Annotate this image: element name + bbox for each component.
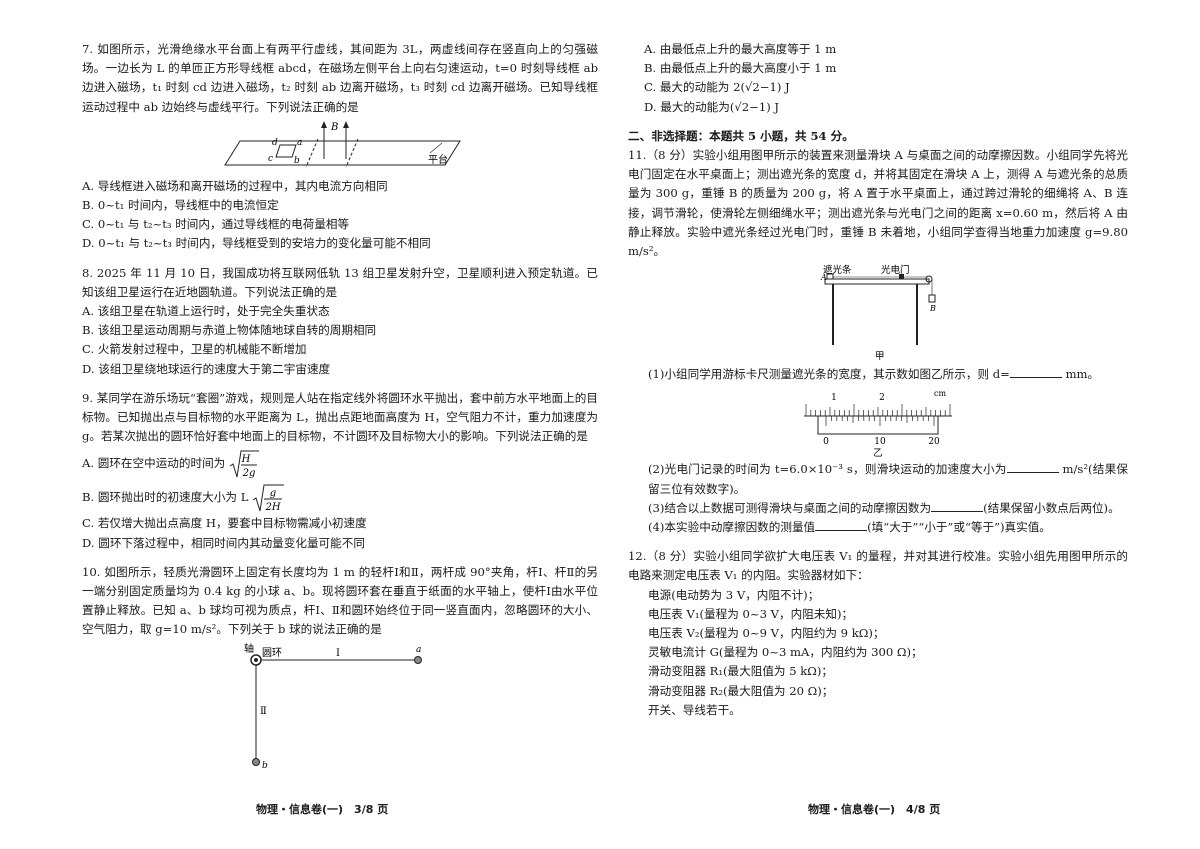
question-10-option-c[interactable]: C. 最大的动能为 2(√2−1) J [644, 80, 790, 95]
page-footer-right: 物理・信息卷(一) 4/8 页 [808, 803, 941, 816]
question-7-option-d[interactable]: D. 0~t₁ 与 t₂~t₃ 时间内，导线框受到的安培力的变化量可能不相同 [82, 236, 431, 251]
question-12-item: 电压表 V₁(量程为 0~3 V，内阻未知)； [648, 606, 854, 621]
answer-blank-4[interactable] [815, 518, 868, 532]
question-8-option-a[interactable]: A. 该组卫星在轨道上运行时，处于完全失重状态 [82, 304, 330, 319]
question-9-option-b-text: B. 圆环抛出时的初速度大小为 L [82, 490, 249, 505]
vernier-scale-body [817, 415, 939, 435]
question-11-sub-4-note: (填“大于”“小于”或“等于”)真实值。 [867, 520, 1051, 535]
vernier-label-10: 10 [874, 437, 886, 447]
question-10-label-b: b [262, 761, 268, 771]
question-10-figure: 轴 圆环 Ⅰ Ⅱ a b [244, 642, 422, 771]
vernier-caliper-figure: 1 2 cm 0 10 20 乙 [804, 389, 952, 458]
question-9-option-a-text: A. 圆环在空中运动的时间为 [82, 456, 226, 471]
question-10-option-b[interactable]: B. 由最低点上升的最大高度小于 1 m [644, 61, 837, 76]
question-12-item: 滑动变阻器 R₁(最大阻值为 5 kΩ)； [648, 664, 834, 679]
question-11-figure-a: 遮光条 光电门 A B 甲 [820, 264, 936, 362]
question-11-label-B: B [929, 304, 936, 313]
question-11-sub-2: (2)光电门记录的时间为 t=6.0×10⁻³ s，则滑块运动的加速度大小为 m… [628, 460, 1128, 498]
question-11-caption-b: 乙 [873, 448, 883, 458]
question-7-option-c[interactable]: C. 0~t₁ 与 t₂~t₃ 时间内，通过导线框的电荷量相等 [82, 217, 350, 232]
question-12-item: 电压表 V₂(量程为 0~9 V，内阻约为 9 kΩ)； [648, 626, 885, 641]
answer-blank-2[interactable] [1006, 460, 1059, 474]
sqrt-fraction-b: g 2H [252, 484, 285, 513]
left-column: 7. 如图所示，光滑绝缘水平台面上有两平行虚线，其间距为 3L，两虚线间存在竖直… [82, 40, 598, 774]
main-scale-unit: cm [934, 389, 946, 398]
question-7-stem: 7. 如图所示，光滑绝缘水平台面上有两平行虚线，其间距为 3L，两虚线间存在竖直… [82, 42, 598, 114]
question-7-label-a: a [297, 138, 302, 148]
question-9-option-a[interactable]: A. 圆环在空中运动的时间为 H 2g [82, 446, 598, 480]
question-10-option-d[interactable]: D. 最大的动能为(√2−1) J [644, 99, 780, 114]
question-10-label-axis: 轴 [244, 642, 254, 655]
sqrt-b-numerator: g [270, 488, 276, 499]
question-11-label-gate: 光电门 [881, 264, 910, 276]
page-footer-left: 物理・信息卷(一) 3/8 页 [256, 803, 389, 816]
question-11-sub-1: (1)小组同学用游标卡尺测量遮光条的宽度，其示数如图乙所示，则 d= mm。 [628, 365, 1128, 384]
question-8: 8. 2025 年 11 月 10 日，我国成功将互联网低轨 13 组卫星发射升… [82, 264, 598, 379]
question-7-figure: B d a c b 平台 [224, 120, 461, 168]
question-9-option-c[interactable]: C. 若仅增大抛出点高度 H，要套中目标物需减小初速度 [82, 516, 367, 531]
question-7-label-b: b [294, 156, 300, 166]
question-8-option-d[interactable]: D. 该组卫星绕地球运行的速度大于第二宇宙速度 [82, 361, 331, 376]
question-10-label-a: a [416, 645, 421, 655]
question-8-stem: 8. 2025 年 11 月 10 日，我国成功将互联网低轨 13 组卫星发射升… [82, 265, 598, 299]
question-11-sub-2-text: (2)光电门记录的时间为 t=6.0×10⁻³ s，则滑块运动的加速度大小为 [648, 462, 1007, 477]
question-8-option-c[interactable]: C. 火箭发射过程中，卫星的机械能不断增加 [82, 342, 307, 357]
question-11-sub-4: (4)本实验中动摩擦因数的测量值 (填“大于”“小于”或“等于”)真实值。 [628, 518, 1128, 537]
question-11-sub-3-note: (结果保留小数点后两位)。 [983, 500, 1120, 515]
question-7-option-a[interactable]: A. 导线框进入磁场和离开磁场的过程中，其内电流方向相同 [82, 178, 388, 193]
question-9-stem: 9. 某同学在游乐场玩“套圈”游戏，规则是人站在指定线外将圆环水平抛出，套中前方… [82, 390, 598, 444]
question-9-option-d[interactable]: D. 圆环下落过程中，相同时间内其动量变化量可能不同 [82, 535, 365, 550]
question-12: 12.（8 分）实验小组同学欲扩大电压表 V₁ 的量程，并对其进行校准。实验小组… [628, 547, 1128, 720]
section-heading: 二、非选择题：本题共 5 小题，共 54 分。 [628, 128, 854, 143]
question-11-label-strip: 遮光条 [823, 264, 852, 276]
question-10-stem: 10. 如图所示，轻质光滑圆环上固定有长度均为 1 m 的轻杆Ⅰ和Ⅱ，两杆成 9… [82, 564, 598, 637]
question-7-label-table: 平台 [428, 153, 448, 166]
question-10-label-rod1: Ⅰ [336, 648, 340, 659]
question-10-label-rod2: Ⅱ [260, 706, 267, 717]
question-9-option-b[interactable]: B. 圆环抛出时的初速度大小为 L g 2H [82, 480, 598, 514]
question-12-item: 电源(电动势为 3 V，内阻不计)； [648, 587, 820, 602]
question-7-label-B: B [330, 122, 338, 133]
question-7-label-d: d [272, 138, 278, 148]
question-11-sub-1-unit: mm。 [1065, 367, 1100, 382]
main-scale-label-1: 1 [831, 393, 837, 403]
question-11-label-A: A [820, 273, 827, 282]
question-10-label-ring: 圆环 [262, 647, 282, 659]
answer-blank-3[interactable] [931, 499, 984, 512]
sqrt-b-denominator: 2H [265, 502, 281, 513]
sqrt-a-numerator: H [241, 454, 251, 465]
question-10-option-a[interactable]: A. 由最低点上升的最大高度等于 1 m [644, 42, 837, 56]
question-7-option-b[interactable]: B. 0~t₁ 时间内，导线框中的电流恒定 [82, 198, 279, 213]
question-12-item: 开关、导线若干。 [648, 702, 741, 717]
question-11: 11.（8 分）实验小组用图甲所示的装置来测量滑块 A 与桌面之间的动摩擦因数。… [628, 146, 1128, 537]
answer-blank-1[interactable] [1009, 365, 1062, 379]
main-scale-label-2: 2 [879, 393, 885, 403]
question-12-item: 滑动变阻器 R₂(最大阻值为 20 Ω)； [648, 683, 834, 698]
question-7-label-c: c [268, 154, 273, 164]
question-11-sub-3-text: (3)结合以上数据可测得滑块与桌面之间的动摩擦因数为 [648, 500, 932, 515]
question-11-caption-a: 甲 [875, 351, 885, 362]
question-9: 9. 某同学在游乐场玩“套圈”游戏，规则是人站在指定线外将圆环水平抛出，套中前方… [82, 389, 598, 553]
question-10: 10. 如图所示，轻质光滑圆环上固定有长度均为 1 m 的轻杆Ⅰ和Ⅱ，两杆成 9… [82, 563, 598, 772]
question-12-item: 灵敏电流计 G(量程为 0~3 mA，内阻约为 300 Ω)； [648, 645, 923, 660]
vernier-label-20: 20 [928, 437, 940, 447]
vernier-label-0: 0 [823, 437, 829, 447]
question-12-stem: 12.（8 分）实验小组同学欲扩大电压表 V₁ 的量程，并对其进行校准。实验小组… [628, 549, 1128, 583]
sqrt-fraction-a: H 2g [229, 450, 259, 479]
question-7: 7. 如图所示，光滑绝缘水平台面上有两平行虚线，其间距为 3L，两虚线间存在竖直… [82, 40, 598, 254]
question-11-sub-2-note: m/s²(结果保留三位有效数字)。 [648, 462, 1128, 496]
right-column: A. 由最低点上升的最大高度等于 1 m B. 由最低点上升的最大高度小于 1 … [628, 40, 1128, 720]
question-11-stem: 11.（8 分）实验小组用图甲所示的装置来测量滑块 A 与桌面之间的动摩擦因数。… [628, 148, 1128, 259]
sqrt-a-denominator: 2g [242, 468, 256, 479]
question-11-sub-3: (3)结合以上数据可测得滑块与桌面之间的动摩擦因数为 (结果保留小数点后两位)。 [628, 499, 1128, 518]
question-11-sub-4-text: (4)本实验中动摩擦因数的测量值 [648, 520, 816, 535]
question-11-sub-1-text: (1)小组同学用游标卡尺测量遮光条的宽度，其示数如图乙所示，则 d= [648, 367, 1010, 382]
question-8-option-b[interactable]: B. 该组卫星运动周期与赤道上物体随地球自转的周期相同 [82, 323, 377, 338]
